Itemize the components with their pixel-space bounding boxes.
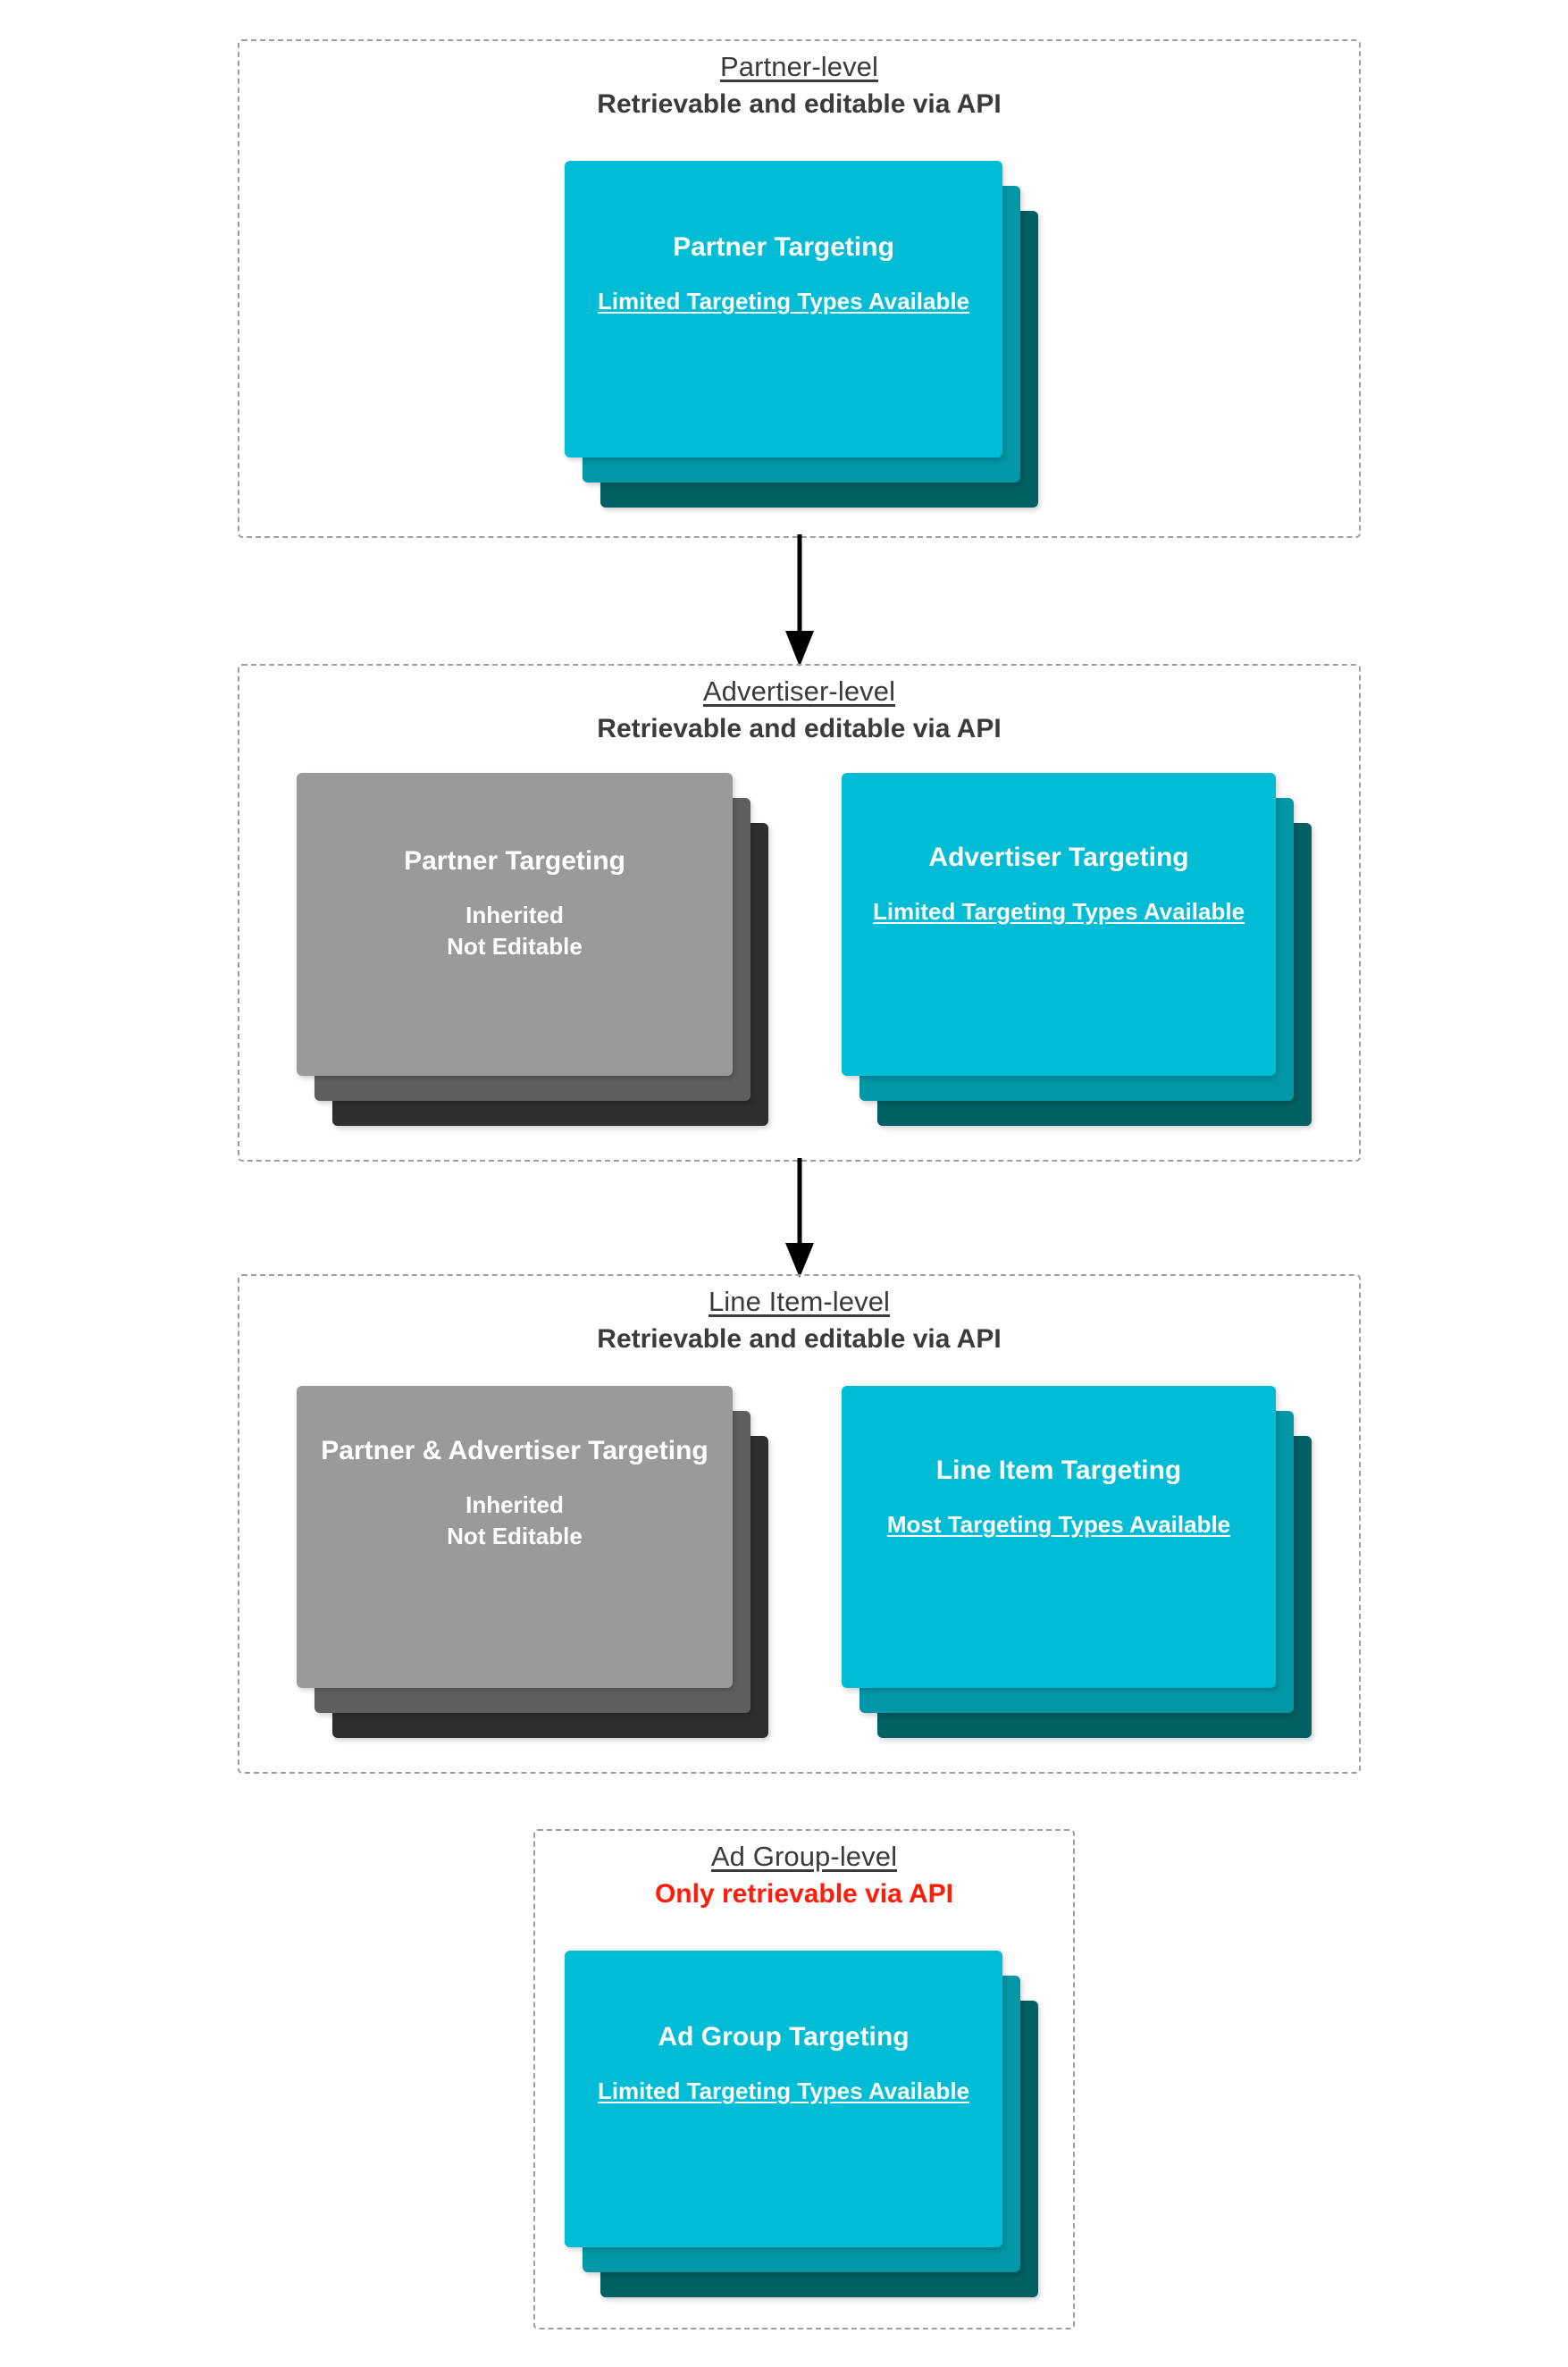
level-heading-ad-group: Ad Group-level Only retrievable via API [533,1839,1075,1911]
card-body-line-item-targeting: Line Item Targeting Most Targeting Types… [842,1454,1276,1540]
down-arrow-icon [785,534,814,667]
card-note-inherited-partner-targeting: Inherited Not Editable [447,902,583,960]
card-face-advertiser-targeting[interactable]: Advertiser Targeting Limited Targeting T… [842,773,1276,1076]
card-title-inherited-partner-advertiser-targeting: Partner & Advertiser Targeting [321,1436,709,1465]
card-note-inherited-partner-advertiser-targeting: Inherited Not Editable [447,1491,583,1549]
level-subtitle-ad-group: Only retrievable via API [654,1879,954,1910]
level-title-advertiser: Advertiser-level [702,676,896,707]
card-face-partner-targeting[interactable]: Partner Targeting Limited Targeting Type… [565,161,1002,457]
card-title-advertiser-targeting: Advertiser Targeting [928,843,1189,872]
card-title-inherited-partner-targeting: Partner Targeting [404,846,625,876]
card-body-advertiser-targeting: Advertiser Targeting Limited Targeting T… [842,841,1276,927]
card-body-inherited-partner-targeting: Partner Targeting Inherited Not Editable [297,844,733,962]
level-subtitle-line-item: Retrievable and editable via API [597,1324,1002,1355]
level-container-ad-group [533,1829,1075,2329]
card-face-inherited-partner-targeting[interactable]: Partner Targeting Inherited Not Editable [297,773,733,1076]
level-container-line-item [238,1274,1361,1774]
card-stack-advertiser-targeting[interactable]: Advertiser Targeting Limited Targeting T… [842,773,1313,1126]
down-arrow-icon [785,1158,814,1278]
level-title-line-item: Line Item-level [708,1286,891,1317]
card-note-partner-targeting: Limited Targeting Types Available [597,288,970,315]
card-face-inherited-partner-advertiser-targeting[interactable]: Partner & Advertiser Targeting Inherited… [297,1386,733,1688]
card-face-ad-group-targeting[interactable]: Ad Group Targeting Limited Targeting Typ… [565,1951,1002,2247]
level-heading-partner: Partner-level Retrievable and editable v… [238,49,1361,122]
level-subtitle-advertiser: Retrievable and editable via API [597,714,1002,744]
card-body-ad-group-targeting: Ad Group Targeting Limited Targeting Typ… [565,2020,1002,2107]
level-heading-advertiser: Advertiser-level Retrievable and editabl… [238,674,1361,746]
card-title-line-item-targeting: Line Item Targeting [935,1456,1182,1485]
card-stack-line-item-targeting[interactable]: Line Item Targeting Most Targeting Types… [842,1386,1313,1738]
level-title-partner: Partner-level [719,51,879,82]
card-body-inherited-partner-advertiser-targeting: Partner & Advertiser Targeting Inherited… [297,1434,733,1552]
card-stack-advertiser-inherited[interactable]: Partner Targeting Inherited Not Editable [297,773,770,1126]
card-stack-ad-group-targeting[interactable]: Ad Group Targeting Limited Targeting Typ… [565,1951,1039,2297]
card-note-line-item-targeting: Most Targeting Types Available [886,1511,1231,1539]
card-stack-partner-targeting[interactable]: Partner Targeting Limited Targeting Type… [565,161,1039,508]
card-title-ad-group-targeting: Ad Group Targeting [658,2022,910,2052]
card-body-partner-targeting: Partner Targeting Limited Targeting Type… [565,231,1002,317]
level-subtitle-partner: Retrievable and editable via API [597,89,1002,120]
connector-partner-to-advertiser [768,534,831,668]
card-note-ad-group-targeting: Limited Targeting Types Available [597,2077,970,2105]
card-note-advertiser-targeting: Limited Targeting Types Available [872,898,1245,926]
card-face-line-item-targeting[interactable]: Line Item Targeting Most Targeting Types… [842,1386,1276,1688]
level-heading-line-item: Line Item-level Retrievable and editable… [238,1284,1361,1356]
level-title-ad-group: Ad Group-level [710,1841,898,1872]
connector-advertiser-to-line-item [768,1158,831,1280]
card-title-partner-targeting: Partner Targeting [673,232,894,262]
card-stack-line-item-inherited[interactable]: Partner & Advertiser Targeting Inherited… [297,1386,770,1738]
